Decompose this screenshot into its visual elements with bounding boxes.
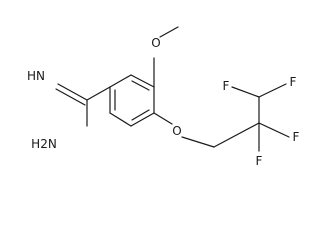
ring-bond-2 (130, 74, 155, 88)
ch2-cf2-bond (213, 122, 260, 148)
fluorine-bottom-label: F (256, 154, 263, 168)
methoxy-oxygen-label: O (151, 36, 160, 50)
chemical-structure: HN H2N O O F F F F (27, 26, 300, 168)
ether-oxygen-label: O (172, 124, 181, 138)
amidine-bond (86, 86, 111, 101)
ring-bond-5 (109, 112, 132, 127)
ether-ring-bond (153, 112, 173, 125)
imine-double-bond-b (55, 88, 86, 106)
ring-double-bond-bottom (131, 109, 150, 121)
ring-double-bond-top (131, 80, 150, 91)
fluorine-top-right-label: F (290, 75, 297, 89)
ether-ch2-bond (181, 136, 215, 148)
chf2-f-right-bond (258, 83, 287, 98)
amine-nh2-label: H2N (31, 137, 57, 151)
fluorine-top-left-label: F (223, 79, 230, 93)
cf2-f-right-bond (258, 122, 290, 138)
imine-double-bond-a (57, 83, 88, 101)
methoxy-methyl-bond (159, 26, 179, 38)
ring-bond-4 (130, 112, 155, 127)
fluorine-mid-right-label: F (293, 130, 300, 144)
chf2-f-left-bond (231, 86, 260, 98)
ring-bond-1 (109, 74, 132, 88)
imine-nh-label: HN (27, 69, 45, 83)
